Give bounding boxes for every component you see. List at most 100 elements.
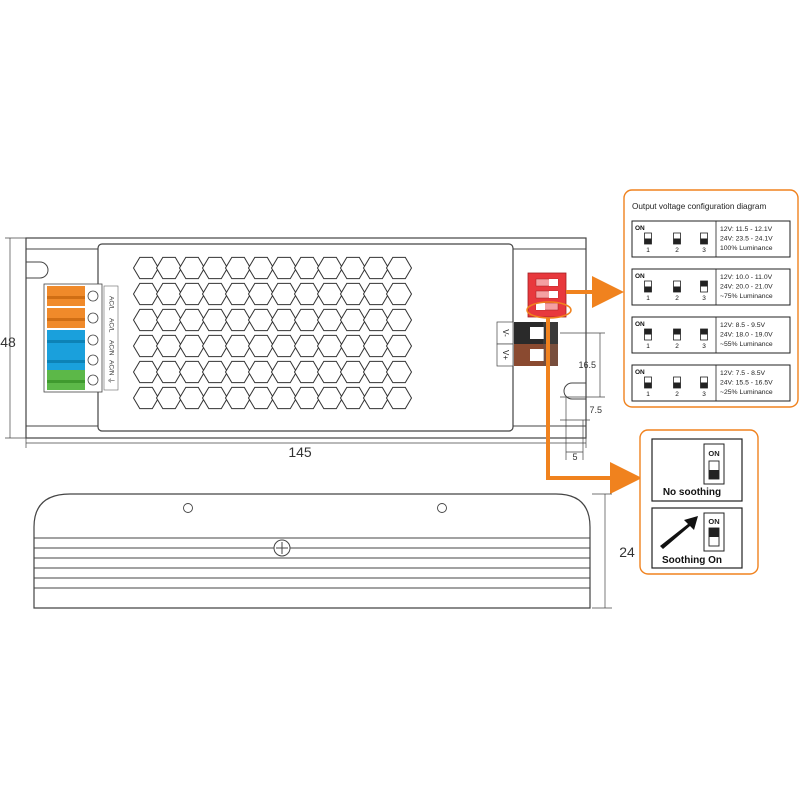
label-acn-1: AC/N: [107, 340, 114, 356]
vent-hex: [155, 334, 183, 358]
vent-hex: [270, 386, 298, 410]
dip-position-label: 1: [646, 247, 650, 254]
dip-position-label: 2: [675, 391, 679, 398]
vent-hex: [201, 308, 229, 332]
dim-depth: 24: [619, 544, 635, 560]
vent-hex: [293, 334, 321, 358]
terminal-screw-4: [87, 354, 99, 366]
vent-hex: [270, 334, 298, 358]
vent-hex-grid: [132, 256, 413, 410]
vent-hex: [178, 386, 206, 410]
config-row-text: 24V: 18.0 - 19.0V: [720, 332, 773, 339]
top-view: AC/L AC/L AC/N AC/N ⏚ V- V+: [0, 237, 605, 462]
vent-hex: [293, 360, 321, 384]
dim-16-5: 16.5: [578, 360, 596, 370]
vent-hex: [362, 360, 390, 384]
config-row-text: ~25% Luminance: [720, 389, 773, 396]
dip-switch-knob: [644, 329, 652, 335]
vent-hex: [178, 256, 206, 280]
config-row-text: 24V: 20.0 - 21.0V: [720, 284, 773, 291]
vent-hex: [155, 360, 183, 384]
vent-hex: [247, 282, 275, 306]
vent-hex: [316, 282, 344, 306]
vent-hex: [247, 386, 275, 410]
dim-5: 5: [572, 452, 577, 462]
mounting-slot-left: [26, 261, 49, 279]
vent-hex: [316, 256, 344, 280]
vent-hex: [293, 386, 321, 410]
no-soothing-label: No soothing: [663, 487, 721, 498]
label-acl-1: AC/L: [107, 296, 114, 311]
config-row-4: [631, 364, 791, 402]
vent-hex: [132, 386, 160, 410]
mounting-slot-right: [563, 382, 586, 400]
height-dimension: [5, 237, 26, 439]
dip-on-label: ON: [635, 369, 645, 376]
config-row-2: [631, 268, 791, 306]
dip-position-label: 2: [675, 247, 679, 254]
callout-arrows: [546, 276, 642, 494]
vent-hex: [339, 282, 367, 306]
config-panel-title: Output voltage configuration diagram: [632, 202, 766, 211]
config-row-text: ~75% Luminance: [720, 293, 773, 300]
dim-height: 48: [0, 334, 16, 350]
dip-switch-knob: [673, 238, 681, 244]
vent-hex: [132, 360, 160, 384]
vent-hex: [385, 256, 413, 280]
vent-hex: [316, 334, 344, 358]
dim-width: 145: [288, 444, 312, 460]
vent-hex: [293, 282, 321, 306]
dip-position-label: 3: [702, 391, 706, 398]
dim-7-5: 7.5: [589, 405, 602, 415]
dip-position-label: 2: [675, 295, 679, 302]
config-row-text: 12V: 11.5 - 12.1V: [720, 226, 773, 233]
label-acn-2: AC/N: [107, 360, 114, 376]
vent-hex: [201, 282, 229, 306]
vent-hex: [224, 334, 252, 358]
config-row-text: 12V: 10.0 - 11.0V: [720, 274, 773, 281]
vent-hex: [155, 256, 183, 280]
no-soothing-box: [651, 438, 743, 502]
arrow-to-soothing: [546, 318, 642, 494]
vent-hex: [316, 360, 344, 384]
soothing-on-on-label: ON: [708, 517, 719, 526]
vent-hex: [155, 386, 183, 410]
vent-hex: [247, 256, 275, 280]
dip-position-label: 1: [646, 391, 650, 398]
dip-position-label: 2: [675, 343, 679, 350]
dip-switch-knob: [644, 286, 652, 292]
config-row-text: ~55% Luminance: [720, 341, 773, 348]
vent-hex: [132, 334, 160, 358]
label-ground: ⏚: [107, 377, 115, 384]
vent-hex: [178, 334, 206, 358]
config-row-1: [631, 220, 791, 258]
terminal-screw-5: [87, 374, 99, 386]
terminal-screw-3: [87, 334, 99, 346]
config-row-3: [631, 316, 791, 354]
no-soothing-on-label: ON: [708, 449, 719, 458]
vent-hex: [362, 386, 390, 410]
vent-hex: [385, 282, 413, 306]
dip-switch-knob: [700, 238, 708, 244]
input-terminal-block: AC/L AC/L AC/N AC/N ⏚: [43, 283, 119, 393]
vent-hex: [201, 256, 229, 280]
vent-hex: [224, 386, 252, 410]
terminal-screw-1: [87, 290, 99, 302]
label-v-positive: V+: [501, 350, 510, 360]
vent-hex: [339, 256, 367, 280]
vent-hex: [224, 282, 252, 306]
side-hole-right: [437, 503, 447, 513]
dip-switch-knob: [700, 382, 708, 388]
vent-hex: [362, 308, 390, 332]
vent-hex: [132, 282, 160, 306]
vent-hex: [293, 308, 321, 332]
vent-hex: [201, 386, 229, 410]
dip-switch-knob: [700, 329, 708, 335]
vent-hex: [132, 308, 160, 332]
config-row-text: 100% Luminance: [720, 245, 773, 252]
dip-on-label: ON: [635, 273, 645, 280]
vent-hex: [362, 282, 390, 306]
vent-hex: [385, 308, 413, 332]
